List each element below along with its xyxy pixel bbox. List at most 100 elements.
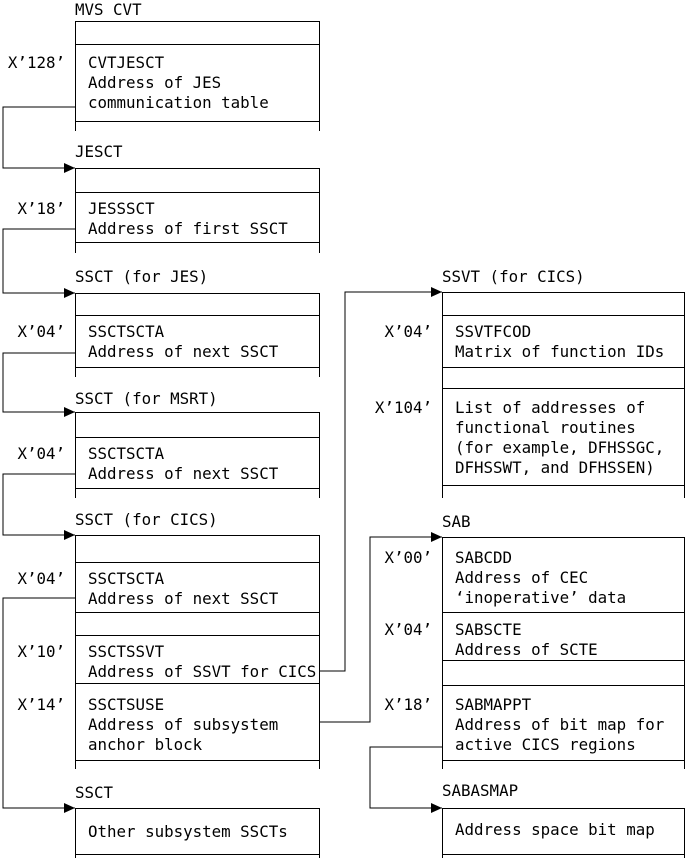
- offset-label-ssct-jes-1: X’04’: [17, 322, 65, 341]
- row-text-line: Address space bit map: [455, 820, 655, 839]
- block-row-jesct-2-stub: [76, 243, 319, 253]
- arrowhead-icon: [431, 532, 442, 542]
- offset-label-ssct-cics-4: X’14’: [17, 695, 65, 714]
- block-row-ssct-msrt-2-stub: [76, 489, 319, 498]
- row-text-line: SSCTSCTA: [88, 569, 165, 588]
- block-title-ssvt-cics: SSVT (for CICS): [442, 267, 585, 286]
- block-title-ssct-cics: SSCT (for CICS): [75, 510, 218, 529]
- block-row-ssct-cics-2-empty: [76, 613, 319, 636]
- row-text-line: SSCTSCTA: [88, 444, 165, 463]
- row-text-line: SSCTSCTA: [88, 322, 165, 341]
- row-text-line: SABSCTE: [455, 620, 522, 639]
- row-text-line: Matrix of function IDs: [455, 342, 665, 361]
- connector-cvtjesct-to-jesct: [2, 106, 75, 169]
- block-title-mvs-cvt: MVS CVT: [75, 0, 142, 19]
- block-row-sabasmap-0-content: Address space bit map: [443, 809, 684, 855]
- block-title-jesct: JESCT: [75, 142, 123, 161]
- block-row-ssvt-cics-4-stub: [443, 486, 684, 498]
- row-text-line: Address of subsystem: [88, 715, 279, 734]
- block-row-sab-2-empty: [443, 661, 684, 686]
- block-row-ssct-other-0-content: Other subsystem SSCTs: [76, 809, 319, 855]
- row-text-line: communication table: [88, 93, 269, 112]
- connector-ssctssvt-to-ssvt: [320, 291, 442, 672]
- row-text-line: (for example, DFHSSGC,: [455, 438, 665, 457]
- block-row-ssct-cics-0-empty: [76, 536, 319, 563]
- row-text-line: Address of next SSCT: [88, 589, 279, 608]
- offset-label-sab-1: X’04’: [384, 620, 432, 639]
- connector-jesssct-to-ssct-jes: [2, 228, 75, 294]
- block-title-ssct-other: SSCT: [75, 783, 114, 802]
- block-row-mvs-cvt-0-empty: [76, 22, 319, 45]
- connector-ssct-msrt-to-ssct-cics: [2, 473, 75, 536]
- row-lines: Other subsystem SSCTs: [76, 809, 319, 842]
- row-text-line: active CICS regions: [455, 735, 636, 754]
- offset-label-ssct-cics-3: X’10’: [17, 642, 65, 661]
- row-text-line: JESSSCT: [88, 199, 155, 218]
- block-title-sabasmap: SABASMAP: [442, 781, 519, 800]
- block-row-ssct-jes-0-empty: [76, 294, 319, 316]
- row-text-line: SABCDD: [455, 548, 513, 567]
- connector-ssctsuse-to-sab: [320, 536, 442, 723]
- row-text-line: anchor block: [88, 735, 203, 754]
- arrowhead-icon: [431, 803, 442, 813]
- arrowhead-icon: [64, 288, 75, 298]
- offset-label-ssct-cics-1: X’04’: [17, 569, 65, 588]
- row-text-line: Address of bit map for: [455, 715, 665, 734]
- block-row-ssvt-cics-0-empty: [443, 293, 684, 316]
- offset-label-mvs-cvt-1: X’128’: [7, 53, 65, 72]
- connector-sabmappt-to-sabasmap: [369, 746, 442, 809]
- row-text-line: List of addresses of: [455, 398, 646, 417]
- row-text-line: Address of SCTE: [455, 640, 598, 659]
- row-text-line: Other subsystem SSCTs: [88, 822, 288, 841]
- arrowhead-icon: [64, 163, 75, 173]
- block-row-ssct-cics-5-stub: [76, 761, 319, 769]
- row-text-line: SSVTFCOD: [455, 322, 532, 341]
- offset-label-ssvt-cics-1: X’04’: [384, 322, 432, 341]
- row-lines: Address space bit map: [443, 809, 684, 840]
- offset-label-sab-0: X’00’: [384, 548, 432, 567]
- block-row-ssvt-cics-2-empty: [443, 368, 684, 389]
- arrowhead-icon: [64, 803, 75, 813]
- row-text-line: Address of JES: [88, 73, 222, 92]
- offset-label-jesct-1: X’18’: [17, 199, 65, 218]
- row-text-line: SSCTSSVT: [88, 642, 165, 661]
- block-row-jesct-0-empty: [76, 169, 319, 193]
- block-row-ssct-jes-2-stub: [76, 368, 319, 377]
- row-text-line: SSCTSUSE: [88, 695, 165, 714]
- row-text-line: functional routines: [455, 418, 636, 437]
- row-text-line: Address of next SSCT: [88, 342, 279, 361]
- offset-label-sab-3: X’18’: [384, 695, 432, 714]
- block-row-mvs-cvt-2-stub: [76, 122, 319, 131]
- connector-ssct-cics-to-ssct-other: [2, 597, 75, 809]
- block-title-sab: SAB: [442, 512, 471, 531]
- arrowhead-icon: [431, 287, 442, 297]
- row-text-line: SABMAPPT: [455, 695, 532, 714]
- row-text-line: ‘inoperative’ data: [455, 588, 627, 607]
- connector-ssct-jes-to-ssct-msrt: [2, 352, 75, 413]
- row-text-line: Address of SSVT for CICS: [88, 662, 317, 681]
- row-text-line: Address of first SSCT: [88, 219, 288, 238]
